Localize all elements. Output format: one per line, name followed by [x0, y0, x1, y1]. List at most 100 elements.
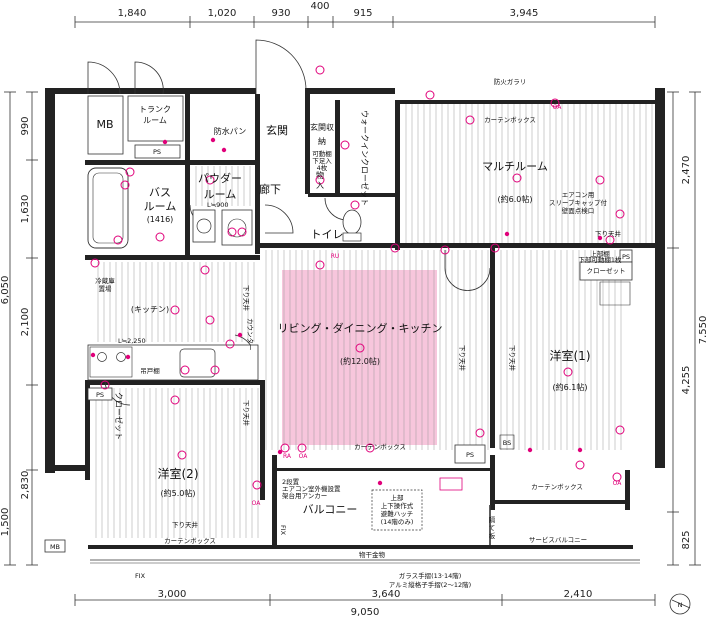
laundry-drain [227, 218, 247, 238]
note-oa-multi: OA [553, 104, 563, 111]
note-sagari-w2-side: 下り天井 [242, 400, 251, 427]
electrical-outlet-mark [615, 425, 625, 435]
dim-top-1: 1,840 [118, 8, 147, 19]
electrical-outlet-mark [390, 243, 400, 253]
electrical-marks [90, 65, 625, 490]
dim-right-3: 825 [681, 530, 692, 549]
note-sagari-w2-bottom: 下り天井 [172, 520, 199, 529]
note-aircon-anchor-2: エアコン室外機設置 [282, 484, 341, 493]
ps-box-middle [454, 444, 486, 464]
electrical-outlet-mark [315, 260, 325, 270]
north-label: N [678, 601, 683, 609]
note-monohoshi: 物干金物 [359, 550, 386, 559]
electrical-outlet-mark [280, 443, 290, 453]
label-powder-2: ルーム [204, 188, 237, 201]
dim-top-4: 400 [310, 1, 329, 12]
electrical-outlet-mark [100, 380, 110, 390]
ps-box-kitchen [87, 387, 113, 401]
bs-box [499, 434, 515, 450]
electrical-outlet-mark [125, 167, 135, 177]
kitchen-counter [87, 344, 259, 381]
electrical-outlet-mark [90, 258, 100, 268]
electrical-outlet-mark [612, 472, 622, 482]
label-fridge-2: 置場 [99, 284, 113, 293]
label-bath-1: バス [149, 186, 171, 199]
electrical-switch-mark [377, 480, 383, 486]
note-aircon-anchor-3: 架台用アンカー [282, 491, 327, 500]
label-waterproof-pan: 防水パン [214, 126, 246, 136]
electrical-outlet-mark [615, 209, 625, 219]
label-ldk-size: (約12.0帖) [340, 356, 380, 366]
label-storage-1: 物 [316, 170, 324, 180]
sink [179, 348, 216, 378]
label-genkan-storage-1: 玄関収 [310, 122, 334, 132]
electrical-outlet-mark [350, 200, 360, 210]
label-closet-right: クローゼット [587, 266, 626, 275]
electrical-outlet-mark [563, 367, 573, 377]
walls [45, 88, 665, 549]
note-ra: RA [283, 453, 292, 460]
dim-top-3: 930 [271, 8, 290, 19]
note-aircon-sleeve-1: エアコン用 [562, 191, 595, 199]
electrical-outlet-mark [180, 365, 190, 375]
note-fire-glass: 防火ガラリ [494, 77, 527, 86]
note-ru: RU [331, 253, 340, 260]
dim-top-2: 1,020 [208, 8, 237, 19]
electrical-outlet-mark [252, 480, 262, 490]
label-multi-size: (約6.0帖) [498, 194, 533, 204]
electrical-outlet-mark [575, 460, 585, 470]
electrical-outlet-mark [595, 175, 605, 185]
electrical-outlet-mark [205, 315, 215, 325]
label-kitchen: (キッチン) [131, 305, 169, 314]
electrical-outlet-mark [340, 140, 350, 150]
electrical-outlet-mark [210, 365, 220, 375]
room-labels: MB トランク ルーム PS 玄関 玄関収 納 ウォークインクローゼット マルチ… [95, 105, 625, 544]
electrical-switch-mark [277, 449, 283, 455]
electrical-outlet-mark [365, 443, 375, 453]
stove [89, 346, 133, 378]
note-oa-w1: OA [613, 480, 623, 487]
note-aircon-sleeve-2: スリーブキャップ付 [549, 198, 608, 207]
electrical-switch-mark [90, 352, 96, 358]
electrical-outlet-mark [512, 173, 522, 183]
electrical-switch-mark [125, 354, 131, 360]
dim-right-outer: 7,550 [698, 316, 706, 345]
electrical-outlet-mark [315, 65, 325, 75]
burner-1 [97, 352, 107, 362]
note-upper-shelf-2: 下部可動棚1枚 [578, 255, 622, 264]
electrical-outlet-mark [355, 343, 365, 353]
doors [87, 39, 631, 406]
note-mb-bottom: MB [50, 543, 60, 551]
dim-left-5: 1,500 [0, 508, 11, 537]
note-shoe-3: 4枚 [317, 163, 328, 172]
dim-bottom-2: 3,640 [372, 589, 401, 600]
label-ldk: リビング・ダイニング・キッチン [278, 321, 443, 335]
note-evac-1: 上部 [391, 493, 405, 502]
note-l-900: L≒900 [207, 201, 228, 209]
ps-box-top [134, 144, 181, 159]
notes: 防火ガラリ カーテンボックス カーテンボックス カーテンボックス カーテンボック… [50, 77, 630, 589]
mb-box-bottom [44, 539, 66, 553]
note-sagari-w1: 下り天井 [508, 345, 517, 372]
note-aircon-sleeve-3: 壁面点検口 [562, 206, 595, 215]
electrical-switch-mark [237, 332, 243, 338]
note-evac-3: 避難ハッチ [381, 509, 414, 518]
note-bs: BS [503, 439, 511, 447]
note-oa-w2: OA [252, 500, 262, 507]
electrical-outlet-mark [120, 180, 130, 190]
label-genkan: 玄関 [266, 123, 288, 137]
note-hanging-cabinet: 吊戸棚 [140, 366, 160, 375]
electrical-switch-mark [210, 137, 216, 143]
label-ps-top: PS [153, 148, 161, 156]
dim-bottom-3: 2,410 [564, 589, 593, 600]
note-aircon-anchor-1: 2段置 [282, 477, 300, 486]
electrical-outlet-mark [605, 235, 615, 245]
note-evac-2: 上下操作式 [381, 501, 414, 510]
label-trunk-2: ルーム [143, 116, 167, 125]
electrical-outlet-mark [440, 245, 450, 255]
note-fix-side: FIX [279, 525, 287, 536]
electrical-outlet-mark [205, 175, 215, 185]
burner-2 [116, 352, 126, 362]
electrical-switch-mark [162, 139, 168, 145]
